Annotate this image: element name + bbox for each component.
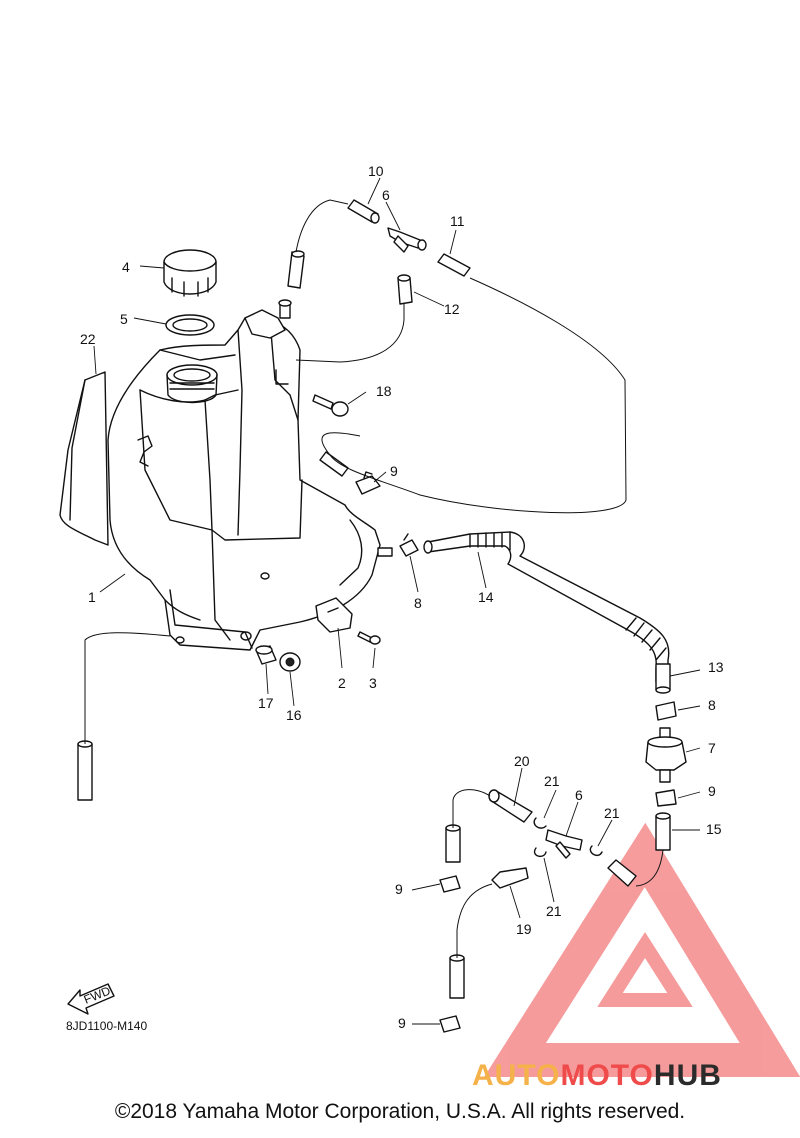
callout-9-left: 9 <box>395 881 403 897</box>
callout-20: 20 <box>514 753 530 769</box>
diagram-code: 8JD1100-M140 <box>66 1019 147 1033</box>
copyright-notice: ©2018 Yamaha Motor Corporation, U.S.A. A… <box>114 1100 686 1123</box>
fuel-tank-part <box>107 299 393 651</box>
callout-21-c: 21 <box>546 903 562 919</box>
bracket-part <box>255 597 381 672</box>
callout-6-top: 6 <box>382 187 390 203</box>
callout-19: 19 <box>516 921 532 937</box>
fwd-arrow-icon: FWD <box>67 983 115 1015</box>
vent-hoses-part <box>287 199 471 477</box>
callout-22: 22 <box>80 331 96 347</box>
callout-21-a: 21 <box>544 773 560 789</box>
automotohub-logo-icon <box>484 822 800 1077</box>
watermark-text: AUTOMOTOHUB <box>472 1059 722 1092</box>
callout-9-bottom: 9 <box>398 1015 406 1031</box>
callout-21-b: 21 <box>604 805 620 821</box>
watermark-moto: MOTO <box>560 1059 653 1092</box>
callout-8-bottom: 8 <box>708 697 716 713</box>
callout-9-top: 9 <box>390 463 398 479</box>
callout-15: 15 <box>706 821 722 837</box>
callout-7: 7 <box>708 740 716 756</box>
callout-8-top: 8 <box>414 595 422 611</box>
clamps-part <box>355 471 677 1033</box>
callout-14: 14 <box>478 589 494 605</box>
callout-17: 17 <box>258 695 274 711</box>
callout-18: 18 <box>376 383 392 399</box>
callout-1: 1 <box>88 589 96 605</box>
side-panel-part <box>59 371 109 546</box>
callout-13: 13 <box>708 659 724 675</box>
fuel-hose-part <box>423 531 671 694</box>
callout-11: 11 <box>450 213 465 229</box>
callout-3: 3 <box>369 675 377 691</box>
callout-16: 16 <box>286 707 302 723</box>
bolt-part <box>312 394 349 417</box>
callout-9-right: 9 <box>708 783 716 799</box>
watermark-auto: AUTO <box>472 1059 560 1092</box>
callout-4: 4 <box>122 259 130 275</box>
callout-6-bottom: 6 <box>575 787 583 803</box>
leader-lines <box>93 177 701 1025</box>
hose-15-part <box>655 812 671 851</box>
fuel-cap-part <box>163 249 217 297</box>
callout-10: 10 <box>368 163 384 179</box>
hose-routing-lines <box>84 199 664 958</box>
watermark-hub: HUB <box>654 1059 722 1092</box>
callout-12: 12 <box>444 301 460 317</box>
callout-labels: 1 2 3 4 5 6 6 7 8 8 9 9 9 9 10 11 12 13 … <box>80 163 724 1031</box>
callout-5: 5 <box>120 311 128 327</box>
drain-hose-part <box>77 740 93 801</box>
gasket-part <box>165 314 215 336</box>
fuel-filter-part <box>645 727 687 783</box>
callout-2: 2 <box>338 675 346 691</box>
